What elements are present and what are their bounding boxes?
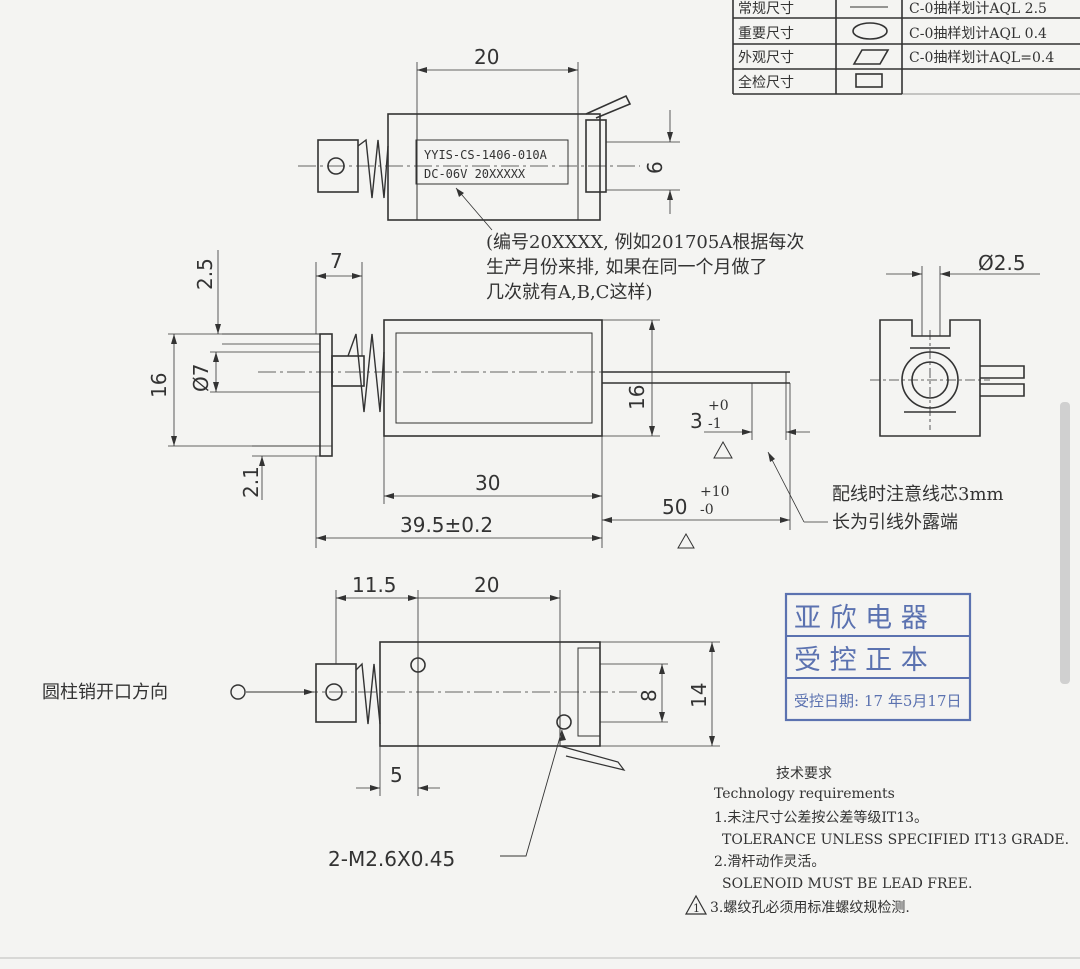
legend-row-3-name: 外观尺寸 bbox=[738, 50, 794, 66]
tech-item2-cn: 2.滑杆动作灵活。 bbox=[714, 853, 825, 870]
tech-title-cn: 技术要求 bbox=[776, 766, 832, 782]
code-note-line2: 生产月份来排, 如果在同一个月做了 bbox=[486, 257, 767, 278]
legend-row-2-plan: C-0抽样划计AQL 0.4 bbox=[909, 26, 1047, 42]
legend-row-3-plan: C-0抽样划计AQL=0.4 bbox=[909, 50, 1054, 66]
tech-item1-cn: 1.未注尺寸公差按公差等级IT13。 bbox=[714, 809, 928, 826]
bottom-view: 11.5 20 8 14 5 2-M2.6X0.45 圆柱销开口方向 bbox=[42, 573, 720, 871]
wire-note-line2: 长为引线外露端 bbox=[832, 512, 958, 533]
legend-table: 常规尺寸 重要尺寸 外观尺寸 全检尺寸 C-0抽样划计AQL 2.5 C-0抽样… bbox=[732, 0, 1080, 95]
stamp-date-label: 受控日期: bbox=[794, 692, 859, 710]
top-dim-length: 20 bbox=[474, 45, 499, 69]
bottom-dim-5: 5 bbox=[390, 763, 403, 787]
legend-row-1-plan: C-0抽样划计AQL 2.5 bbox=[909, 1, 1047, 17]
tech-item3-cn: 3.螺纹孔必须用标准螺纹规检测. bbox=[710, 900, 910, 916]
tech-item1-en: TOLERANCE UNLESS SPECIFIED IT13 GRADE. bbox=[722, 832, 1069, 848]
top-view: YYIS-CS-1406-010A DC-06V 20XXXXX 20 6 bbox=[298, 45, 680, 231]
side-dim-3-tol-up: +0 bbox=[708, 398, 729, 414]
side-dim-16-right: 16 bbox=[625, 385, 649, 410]
top-label-line2: DC-06V 20XXXXX bbox=[424, 167, 526, 181]
control-stamp: 亚 欣 电 器 受 控 正 本 受控日期: 17 年5月17日 bbox=[784, 592, 972, 722]
important-dim-symbol bbox=[852, 22, 888, 40]
thread-callout: 2-M2.6X0.45 bbox=[328, 847, 455, 871]
pin-direction-label: 圆柱销开口方向 bbox=[42, 682, 168, 703]
side-dim-3-base: 3 bbox=[690, 409, 703, 433]
legend-row-1-name: 常规尺寸 bbox=[738, 1, 794, 17]
side-dim-30: 30 bbox=[475, 471, 500, 495]
tech-requirements: 技术要求 Technology requirements 1.未注尺寸公差按公差… bbox=[684, 766, 1069, 916]
bottom-dim-20: 20 bbox=[474, 573, 499, 597]
side-dim-50-tol-down: -0 bbox=[700, 502, 714, 518]
side-dim-7: 7 bbox=[330, 249, 343, 273]
code-note-line1: (编号20XXXX, 例如201705A根据每次 bbox=[486, 232, 804, 253]
stamp-company: 亚 欣 电 器 bbox=[794, 603, 928, 634]
side-dim-50-tol-up: +10 bbox=[700, 484, 730, 500]
side-dim-395: 39.5±0.2 bbox=[400, 513, 493, 537]
bottom-dim-115: 11.5 bbox=[352, 573, 397, 597]
side-dim-21: 2.1 bbox=[239, 466, 263, 498]
full-inspection-symbol bbox=[855, 73, 883, 88]
legend-row-2-name: 重要尺寸 bbox=[738, 26, 794, 42]
top-label-line1: YYIS-CS-1406-010A bbox=[424, 148, 548, 162]
warning-triangle-icon bbox=[684, 894, 708, 915]
tech-item3-mark: 1 bbox=[693, 902, 700, 915]
end-view: Ø2.5 bbox=[870, 251, 1040, 437]
wire-note: 配线时注意线芯3mm 长为引线外露端 bbox=[832, 484, 1004, 533]
side-dim-3-tol-down: -1 bbox=[708, 416, 722, 432]
stamp-date-value: 17 年5月17日 bbox=[864, 692, 962, 710]
stamp-controlled-copy: 受 控 正 本 bbox=[794, 645, 928, 676]
code-note-line3: 几次就有A,B,C这样) bbox=[486, 282, 652, 303]
wire-note-line1: 配线时注意线芯3mm bbox=[832, 484, 1004, 505]
tech-title-en: Technology requirements bbox=[714, 786, 895, 802]
side-dim-25: 2.5 bbox=[193, 258, 217, 290]
bottom-dim-8: 8 bbox=[637, 689, 661, 702]
top-dim-height: 6 bbox=[643, 161, 667, 174]
side-dim-phi7: Ø7 bbox=[189, 364, 213, 392]
bottom-dim-14: 14 bbox=[687, 683, 711, 708]
code-note: (编号20XXXX, 例如201705A根据每次 生产月份来排, 如果在同一个月… bbox=[486, 232, 804, 303]
legend-row-4-name: 全检尺寸 bbox=[738, 74, 794, 91]
tech-item2-en: SOLENOID MUST BE LEAD FREE. bbox=[722, 876, 972, 892]
appearance-dim-symbol bbox=[852, 49, 890, 65]
page-edge-scrollbar bbox=[1060, 402, 1070, 684]
side-view: 7 2.5 Ø7 16 2.1 16 bbox=[147, 249, 828, 549]
side-dim-50-base: 50 bbox=[662, 495, 687, 519]
side-dim-16-left: 16 bbox=[147, 373, 171, 398]
end-dim-phi25: Ø2.5 bbox=[978, 251, 1026, 275]
